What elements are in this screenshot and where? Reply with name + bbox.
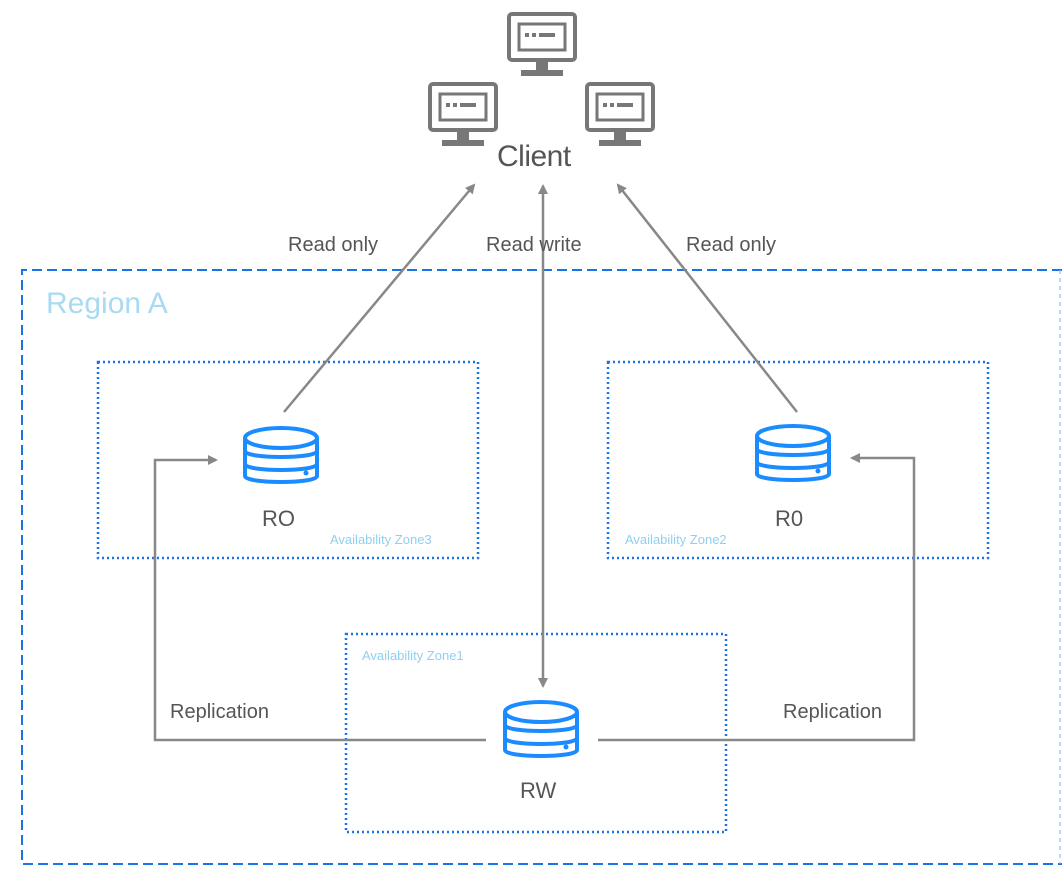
client-monitor-right-icon — [585, 82, 655, 148]
replication-right-line — [598, 453, 916, 742]
client-monitor-left-icon — [428, 82, 498, 148]
ro-right-label: R0 — [775, 506, 804, 531]
replication-right-label: Replication — [783, 701, 882, 723]
ro-database-left-icon — [243, 426, 319, 484]
ro-database-right-icon — [755, 424, 831, 482]
zone3-box — [96, 360, 480, 560]
rw-label: RW — [520, 778, 557, 803]
read-only-left-label: Read only — [288, 234, 379, 256]
read-only-left-arrow — [283, 183, 476, 413]
client-label: Client — [497, 140, 571, 173]
rw-database-icon — [503, 700, 579, 758]
ro-left-label: RO — [262, 506, 295, 531]
region-label: Region A — [46, 287, 168, 320]
read-only-right-label: Read only — [686, 234, 777, 256]
zone1-box — [344, 632, 728, 834]
replication-left-label: Replication — [170, 701, 269, 723]
read-only-right-arrow — [616, 183, 798, 413]
zone3-label: Availability Zone3 — [330, 532, 432, 547]
zone2-box — [606, 360, 990, 560]
read-write-label: Read write — [486, 234, 582, 256]
replication-left-line — [153, 455, 486, 742]
client-monitor-top-icon — [507, 12, 577, 78]
zone2-label: Availability Zone2 — [625, 532, 727, 547]
zone1-label: Availability Zone1 — [362, 648, 464, 663]
